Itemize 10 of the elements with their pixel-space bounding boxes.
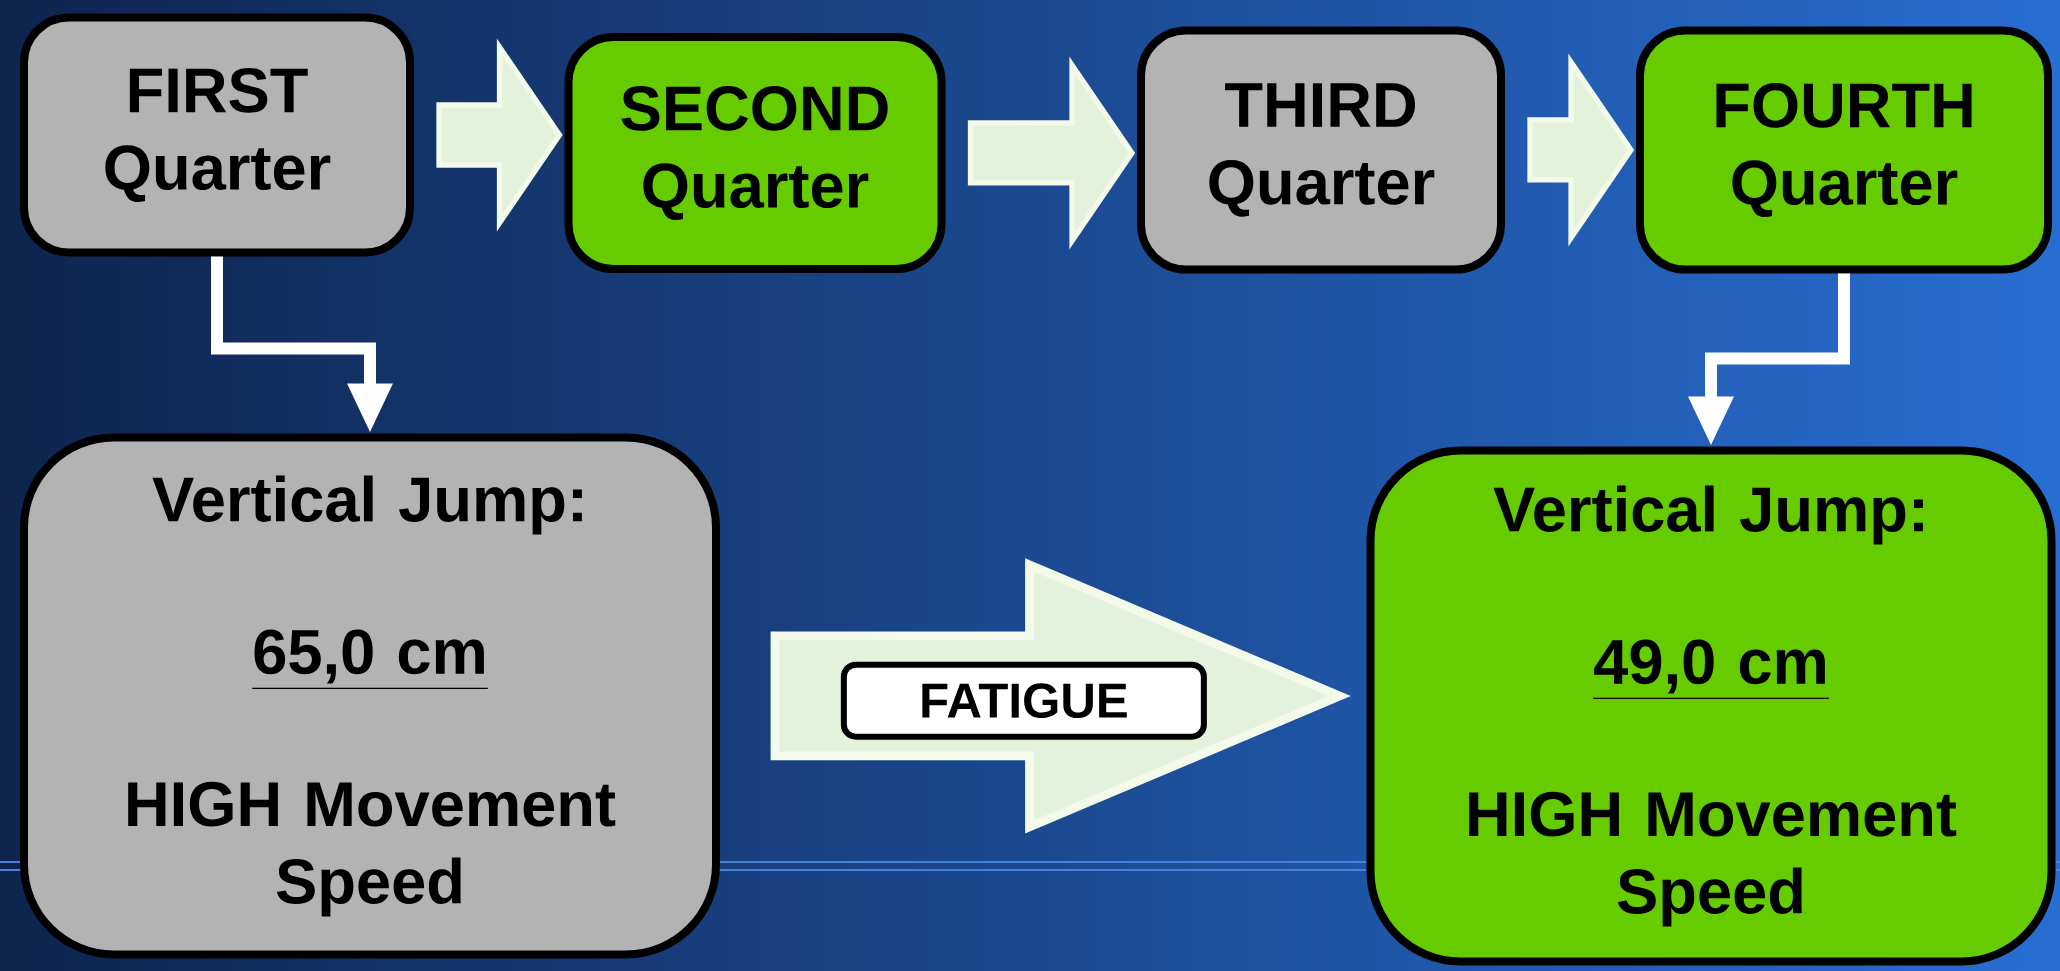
edge-label: FATIGUE (840, 661, 1207, 740)
quarter-box: THIRD Quarter (1137, 26, 1505, 274)
quarter-box: SECOND Quarter (564, 33, 946, 273)
block-arrow (1527, 53, 1635, 247)
block-arrow (436, 38, 563, 232)
quarter-box: FOURTH Quarter (1636, 26, 2052, 274)
quarter-box: FIRST Quarter (20, 13, 414, 257)
block-arrow (967, 56, 1136, 250)
result-box: Vertical Jump: 65,0 cm HIGH Movement Speed (20, 433, 720, 959)
result-box: Vertical Jump: 49,0 cm HIGH Movement Speed (1366, 446, 2056, 966)
